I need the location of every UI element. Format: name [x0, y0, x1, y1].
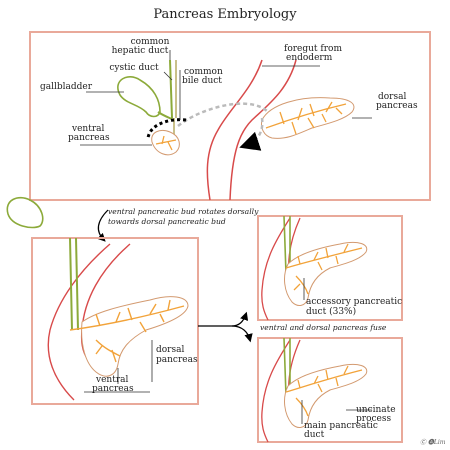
grey-rotation-arrow — [177, 102, 269, 127]
panel-right-top-frame — [257, 215, 403, 321]
label-ventral-pancreas-2: pancreas — [68, 133, 110, 143]
left-label-dorsal-1: dorsal — [156, 345, 184, 355]
ventral-bud-ducts — [155, 135, 177, 151]
rb-gut-outer — [261, 339, 291, 443]
fuse-note: ventral and dorsal pancreas fuse — [260, 323, 387, 332]
rt-pancreas-shape — [284, 241, 368, 306]
rt-pancreas-ducts — [285, 243, 363, 295]
left-label-dorsal-2: pancreas — [156, 355, 198, 365]
diagram-title: Pancreas Embryology — [153, 7, 297, 22]
branch-connector-down — [231, 325, 253, 343]
rb-pancreas-shape — [284, 363, 368, 428]
foregut-outer-line — [206, 59, 263, 201]
label-dorsal-pancreas-2: pancreas — [376, 101, 418, 111]
label-foregut-1: foregut from — [284, 44, 342, 54]
gallbladder-outside-left — [6, 196, 44, 229]
rb-leader-lines — [301, 400, 372, 424]
left-leader-lines — [84, 340, 153, 393]
panel-right-bottom: uncinate process main pancreatic duct — [257, 337, 403, 443]
common-hepatic-duct-line — [169, 59, 173, 119]
label-dorsal-pancreas-1: dorsal — [378, 92, 406, 102]
left-ducts — [69, 237, 79, 331]
label-ventral-pancreas-1: ventral — [71, 124, 104, 134]
left-gut-outer — [47, 243, 111, 401]
left-pancreas-ducts — [69, 299, 185, 363]
panel-top: common hepatic duct cystic duct common b… — [29, 31, 431, 201]
rt-gut-outer — [261, 217, 291, 321]
panel-left-frame — [31, 237, 199, 405]
dorsal-pancreas-shape — [261, 97, 355, 139]
rotation-note-line-1: ventral pancreatic bud rotates dorsally — [108, 207, 259, 216]
rb-label-main-duct-1: main pancreatic — [304, 421, 378, 431]
rb-label-uncinate-2: process — [356, 414, 391, 424]
artist-signature: Ⓒ 🅐Lim — [420, 438, 446, 446]
branch-connector — [198, 311, 249, 327]
panel-top-frame — [29, 31, 431, 201]
left-label-ventral-2: pancreas — [92, 384, 134, 394]
panel-left: dorsal pancreas ventral pancreas — [31, 237, 199, 405]
label-cystic-duct: cystic duct — [109, 63, 159, 73]
rotation-note-line-2: towards dorsal pancreatic bud — [108, 217, 226, 226]
top-leader-lines — [80, 50, 372, 146]
rt-label-accessory-2: duct (33%) — [306, 306, 356, 317]
black-dotted-rotation-arrow — [146, 118, 187, 139]
left-label-ventral-1: ventral — [95, 375, 128, 385]
grey-return-arrow — [239, 117, 264, 151]
rb-pancreas-ducts — [285, 365, 363, 417]
label-common-hepatic-duct-1: common — [131, 37, 170, 47]
panel-right-top: accessory pancreatic duct (33%) — [257, 215, 403, 321]
label-common-bile-duct-2: bile duct — [182, 76, 222, 86]
curved-rotation-arrow — [96, 209, 109, 242]
label-gallbladder: gallbladder — [40, 82, 93, 92]
rt-label-accessory-1: accessory pancreatic — [306, 297, 402, 307]
panel-right-bottom-frame — [257, 337, 403, 443]
rb-label-main-duct-2: duct — [304, 430, 325, 440]
label-foregut-2: endoderm — [286, 53, 333, 63]
foregut-inner-line — [229, 59, 297, 201]
rb-label-uncinate-1: uncinate — [356, 405, 396, 415]
dorsal-pancreas-ducts — [265, 101, 347, 135]
gallbladder-shape — [117, 76, 161, 118]
label-common-hepatic-duct-2: hepatic duct — [112, 46, 169, 56]
label-common-bile-duct-1: common — [184, 67, 223, 77]
